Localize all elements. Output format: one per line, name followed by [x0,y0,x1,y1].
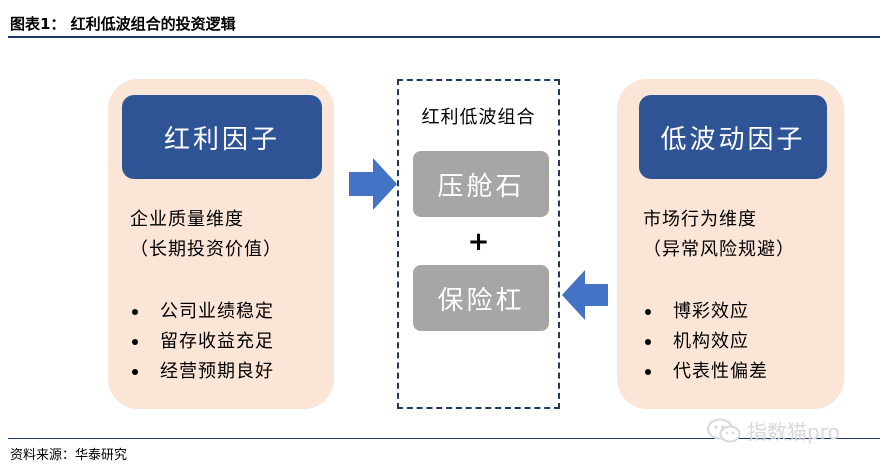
title-rule [8,36,880,38]
dividend-factor-title: 红利因子 [122,95,322,179]
low-volatility-dimension: 市场行为维度 （异常风险规避） [643,205,795,265]
combo-title: 红利低波组合 [421,107,536,128]
watermark: 指数猫pro [707,416,840,445]
source-rule [8,438,880,439]
low-volatility-dimension-line1: 市场行为维度 [643,209,757,230]
low-volatility-factor-panel: 低波动因子 市场行为维度 （异常风险规避） 博彩效应 机构效应 代表性偏差 [617,79,844,409]
ballast-box: 压舱石 [413,151,549,217]
dividend-bullet-list: 公司业绩稳定 留存收益充足 经营预期良好 [130,297,274,387]
dividend-factor-panel: 红利因子 企业质量维度 （长期投资价值） 公司业绩稳定 留存收益充足 经营预期良… [108,79,334,409]
list-item: 机构效应 [643,327,768,357]
list-item: 代表性偏差 [643,357,768,387]
bullet-text: 机构效应 [673,331,749,352]
list-item: 公司业绩稳定 [130,297,274,327]
arrow-right-icon [349,158,397,210]
bullet-text: 经营预期良好 [160,361,274,382]
low-volatility-factor-title: 低波动因子 [639,95,827,179]
low-volatility-dimension-line2: （异常风险规避） [643,239,795,260]
list-item: 博彩效应 [643,297,768,327]
figure-title: 图表1： 红利低波组合的投资逻辑 [10,15,236,33]
bullet-dot-icon [132,369,138,375]
bullet-text: 博彩效应 [673,301,749,322]
wechat-icon [707,418,741,442]
bullet-dot-icon [645,309,651,315]
dividend-dimension-line1: 企业质量维度 [130,209,244,230]
bullet-dot-icon [132,309,138,315]
bullet-dot-icon [645,369,651,375]
watermark-text: 指数猫pro [747,420,840,444]
bullet-text: 留存收益充足 [160,331,274,352]
low-volatility-bullet-list: 博彩效应 机构效应 代表性偏差 [643,297,768,387]
dividend-dimension: 企业质量维度 （长期投资价值） [130,205,282,265]
dividend-dimension-line2: （长期投资价值） [130,239,282,260]
bullet-dot-icon [645,339,651,345]
bumper-box: 保险杠 [413,265,549,331]
arrow-left-icon [562,270,608,320]
list-item: 留存收益充足 [130,327,274,357]
bullet-text: 代表性偏差 [673,361,768,382]
plus-sign: + [467,227,490,257]
bullet-text: 公司业绩稳定 [160,301,274,322]
source-note: 资料来源：华泰研究 [10,448,128,463]
list-item: 经营预期良好 [130,357,274,387]
combo-box: 红利低波组合 压舱石 + 保险杠 [397,79,560,409]
bullet-dot-icon [132,339,138,345]
